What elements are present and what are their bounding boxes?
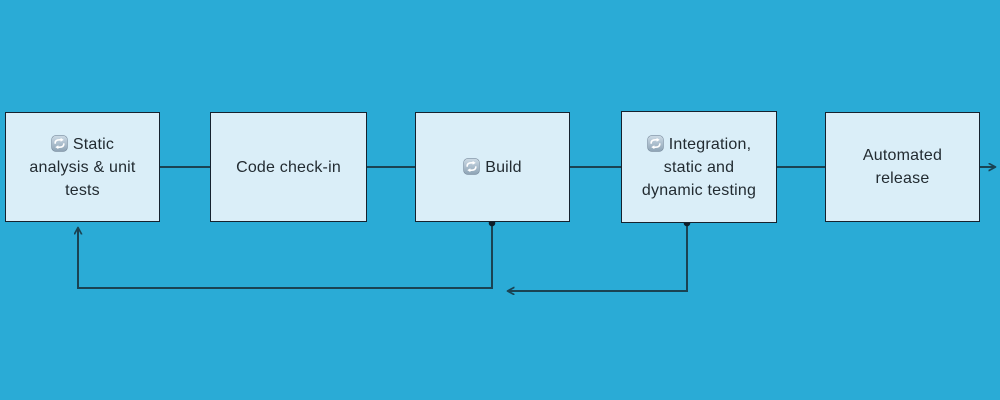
node-text: Static analysis & unit tests	[29, 135, 136, 199]
node-label: Automated release	[842, 144, 963, 190]
edge-feedback-integration	[508, 224, 688, 291]
node-text: Code check-in	[236, 158, 341, 176]
node-label: Code check-in	[236, 156, 341, 179]
node-label: Integration, static and dynamic testing	[639, 133, 760, 202]
repeat-icon	[51, 135, 68, 152]
edge-feedback-build-to-static	[78, 222, 493, 289]
node-label: Build	[463, 156, 522, 179]
node-automated-release: Automated release	[825, 112, 980, 222]
node-integration-testing: Integration, static and dynamic testing	[621, 111, 777, 223]
node-static-analysis: Static analysis & unit tests	[5, 112, 160, 222]
repeat-icon	[647, 135, 664, 152]
repeat-icon	[463, 158, 480, 175]
node-build: Build	[415, 112, 570, 222]
node-text: Build	[485, 158, 522, 176]
node-code-check-in: Code check-in	[210, 112, 367, 222]
node-label: Static analysis & unit tests	[22, 133, 143, 202]
node-text: Automated release	[862, 147, 943, 187]
node-text: Integration, static and dynamic testing	[641, 135, 757, 199]
